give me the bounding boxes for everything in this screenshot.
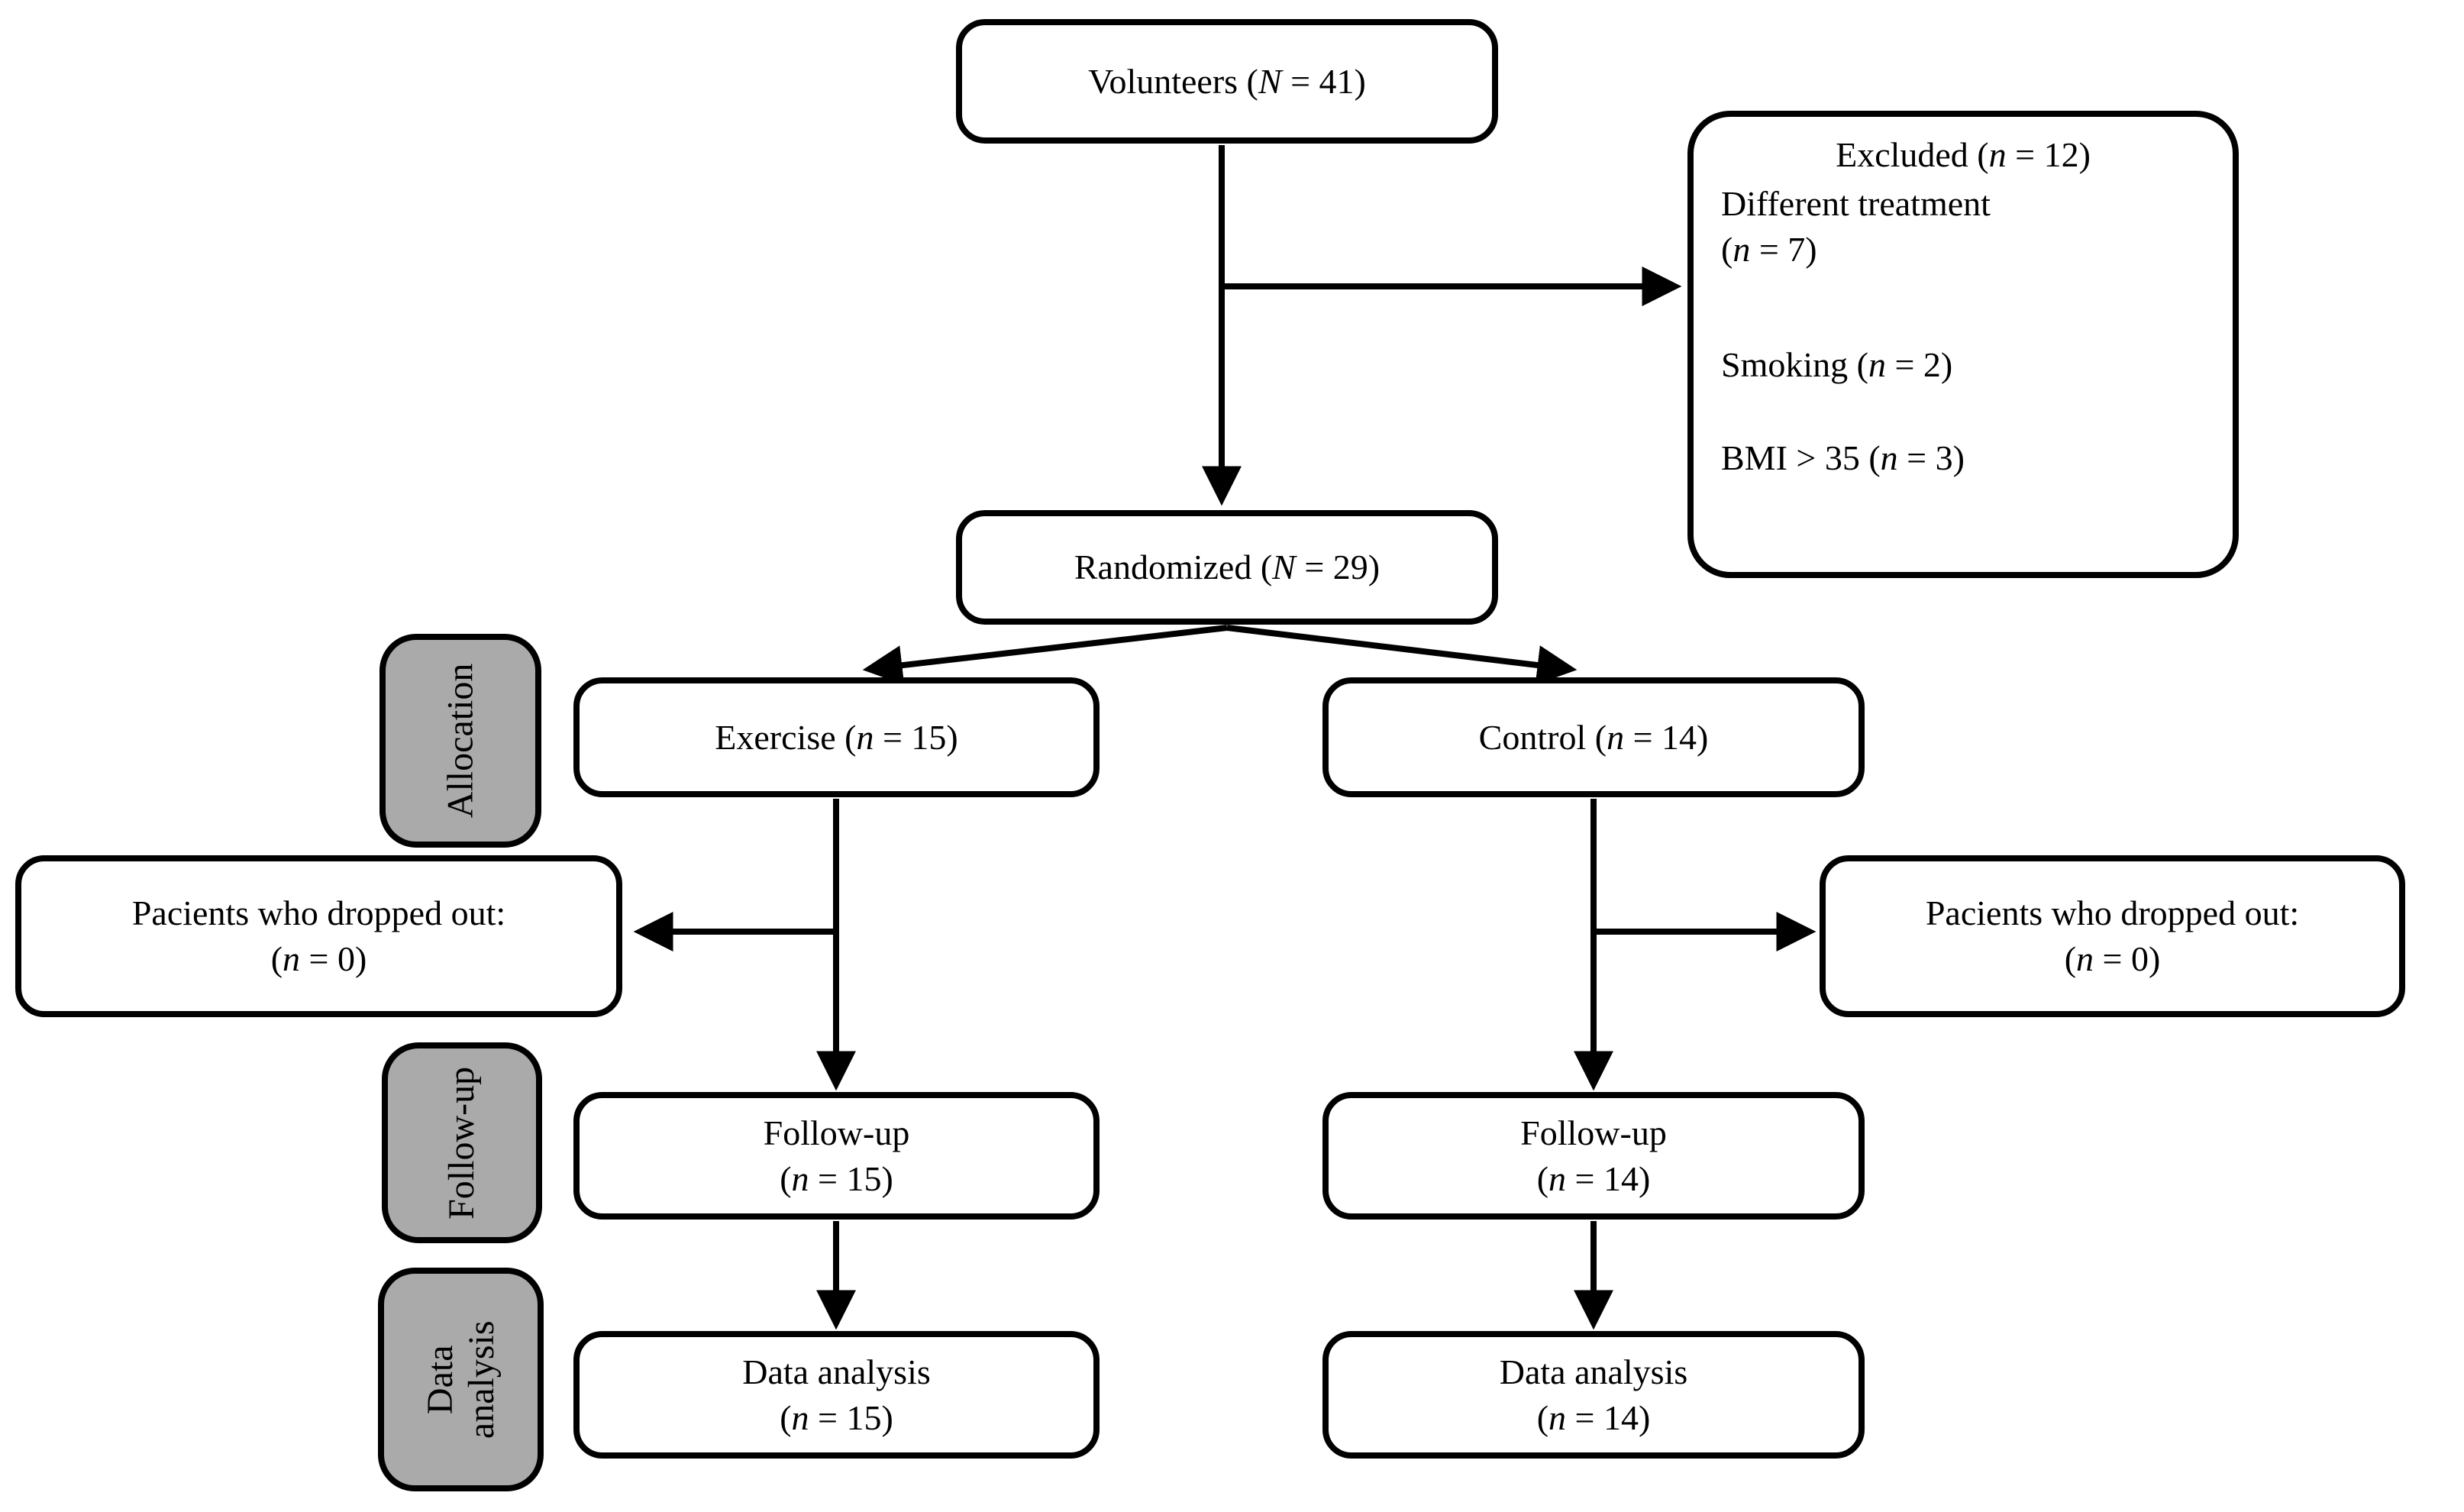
followup-stage-label: Follow-up [382,1042,542,1243]
label-text: ( [780,1397,792,1437]
label-variable: N [1272,548,1296,587]
excluded-title: Excluded (n = 12) [1721,132,2205,178]
label-text: ( [2064,939,2077,978]
label-line: (n = 7) [1721,227,2205,273]
label-text: = 15) [874,717,958,757]
label-text: Exercise ( [715,717,857,757]
label-text: = 14) [1566,1158,1651,1198]
exercise-box: Exercise (n = 15) [573,677,1100,797]
label-variable: n [283,939,301,978]
label-text: = 12) [2006,135,2091,174]
allocation-stage-text: Allocation [440,663,481,819]
label-text: Excluded ( [1836,135,1989,174]
label-variable: n [1607,717,1625,757]
exercise-label: Exercise (n = 15) [715,715,958,761]
label-text: Volunteers ( [1088,61,1258,101]
label-text: Randomized ( [1074,548,1273,587]
dropped-out-left-box: Pacients who dropped out: (n = 0) [15,855,622,1017]
followup-control-line1: Follow-up [1520,1113,1667,1152]
label-text: = 0) [2094,939,2161,978]
data-analysis-stage-text: Data analysis [419,1320,502,1439]
label-variable: n [1733,229,1751,269]
volunteers-label: Volunteers (N = 41) [1088,59,1366,105]
label-text: ( [1721,229,1733,269]
dropped-out-left-line1: Pacients who dropped out: [131,893,506,933]
label-text: = 0) [300,939,367,978]
followup-exercise-box: Follow-up (n = 15) [573,1092,1100,1220]
control-label: Control (n = 14) [1479,715,1709,761]
excluded-reason-smoking: Smoking (n = 2) [1721,342,2205,388]
allocation-stage-label: Allocation [379,634,541,848]
label-text: BMI > 35 ( [1721,438,1881,478]
data-analysis-exercise-line1: Data analysis [742,1352,931,1391]
data-analysis-control-line1: Data analysis [1499,1352,1688,1391]
arrow-randomized-to-exercise [862,625,1228,686]
followup-exercise-line1: Follow-up [763,1113,910,1152]
control-box: Control (n = 14) [1322,677,1865,797]
randomized-label: Randomized (N = 29) [1074,544,1380,590]
data-analysis-control-box: Data analysis (n = 14) [1322,1331,1865,1459]
excluded-reason-different-treatment: Different treatment (n = 7) [1721,181,2205,273]
label-variable: n [1548,1158,1567,1198]
label-variable: N [1258,61,1282,101]
data-analysis-exercise-box: Data analysis (n = 15) [573,1331,1100,1459]
arrow-randomized-to-control [1226,625,1578,685]
dropped-out-right-box: Pacients who dropped out: (n = 0) [1820,855,2405,1017]
volunteers-box: Volunteers (N = 41) [956,19,1498,144]
label-text: = 14) [1624,717,1709,757]
followup-exercise-line2: (n = 15) [780,1156,893,1202]
data-analysis-control-line2: (n = 14) [1537,1395,1651,1441]
label-text: = 41) [1281,61,1366,101]
dropped-out-right-line1: Pacients who dropped out: [1925,893,2300,933]
followup-control-line2: (n = 14) [1537,1156,1651,1202]
excluded-reason-bmi: BMI > 35 (n = 3) [1721,435,2205,481]
data-analysis-exercise-line2: (n = 15) [780,1395,893,1441]
label-text: Control ( [1478,717,1607,757]
label-text: ( [780,1158,792,1198]
dropped-out-right-line2: (n = 0) [2065,936,2161,982]
label-variable: n [1988,135,2007,174]
excluded-box: Excluded (n = 12) Different treatment (n… [1687,111,2239,578]
label-text: ( [270,939,283,978]
label-variable: n [1548,1397,1567,1437]
label-variable: n [856,717,874,757]
label-text: = 2) [1885,345,1953,385]
label-text: = 7) [1750,229,1817,269]
randomized-box: Randomized (N = 29) [956,510,1498,625]
label-variable: n [791,1397,809,1437]
label-text: ( [1536,1158,1549,1198]
label-text: = 15) [809,1158,893,1198]
followup-control-box: Follow-up (n = 14) [1322,1092,1865,1220]
label-variable: n [2076,939,2094,978]
label-text: = 29) [1295,548,1381,587]
label-text: = 15) [809,1397,893,1437]
label-text: Smoking ( [1721,345,1868,385]
label-text: ( [1536,1397,1549,1437]
label-variable: n [1868,345,1886,385]
label-text: Different treatment [1721,183,1991,223]
data-analysis-stage-label: Data analysis [378,1268,544,1491]
label-variable: n [791,1158,809,1198]
label-text: = 3) [1897,438,1965,478]
label-text: = 14) [1566,1397,1651,1437]
dropped-out-left-line2: (n = 0) [271,936,367,982]
followup-stage-text: Follow-up [441,1066,483,1220]
label-variable: n [1880,438,1898,478]
